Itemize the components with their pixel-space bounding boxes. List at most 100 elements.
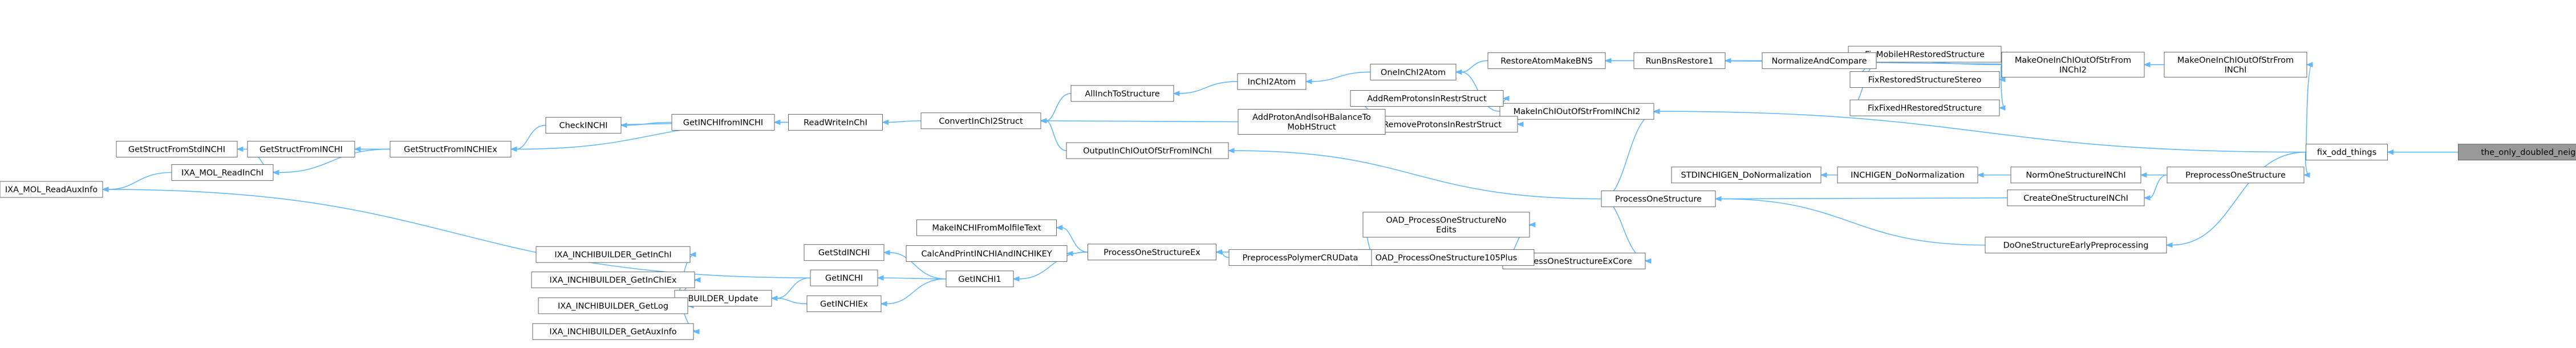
- node-box[interactable]: [2458, 144, 2576, 161]
- node-box[interactable]: [1633, 52, 1726, 69]
- node-fix_odd_things[interactable]: fix_odd_things: [2306, 144, 2388, 161]
- node-box[interactable]: [906, 245, 1068, 262]
- node-box[interactable]: [0, 181, 103, 198]
- node-box[interactable]: [390, 140, 512, 157]
- node-box[interactable]: [1985, 237, 2167, 254]
- node-ProcessOneStructure[interactable]: ProcessOneStructure: [1601, 191, 1716, 208]
- node-MakeINCHIFromMolfileText[interactable]: MakeINCHIFromMolfileText: [916, 219, 1057, 236]
- node-box[interactable]: [1837, 167, 1978, 184]
- node-GetINCHI[interactable]: GetINCHI: [810, 269, 878, 286]
- node-box[interactable]: [1849, 71, 2000, 88]
- node-label: ProcessOneStructureExCore: [1516, 257, 1632, 266]
- node-OAD_ProcessOneStructure105Plus[interactable]: OAD_ProcessOneStructure105Plus: [1358, 249, 1535, 266]
- node-box[interactable]: [247, 140, 355, 157]
- node-IXA_INCHIBUILDER_GetAuxInfo[interactable]: IXA_INCHIBUILDER_GetAuxInfo: [532, 323, 694, 340]
- node-box[interactable]: [920, 112, 1041, 130]
- node-box[interactable]: [2010, 167, 2141, 184]
- node-box[interactable]: [2167, 167, 2305, 184]
- node-box[interactable]: [806, 295, 882, 312]
- node-box[interactable]: [946, 270, 1014, 288]
- node-DoOneStructureEarlyPreprocessing[interactable]: DoOneStructureEarlyPreprocessing: [1985, 237, 2167, 254]
- node-CheckINCHI[interactable]: CheckINCHI: [545, 117, 622, 134]
- node-box[interactable]: [804, 244, 885, 261]
- node-box[interactable]: [1350, 90, 1504, 107]
- node-box[interactable]: [1066, 142, 1229, 159]
- node-FixRestoredStructureStereo[interactable]: FixRestoredStructureStereo: [1849, 71, 2000, 88]
- node-box[interactable]: [545, 117, 622, 134]
- node-GetStructFromINCHIEx[interactable]: GetStructFromINCHIEx: [390, 140, 512, 157]
- edge-arrowhead: [2306, 62, 2313, 68]
- node-box[interactable]: [810, 269, 878, 286]
- node-box[interactable]: [2306, 144, 2388, 161]
- node-NormOneStructureINChI[interactable]: NormOneStructureINChI: [2010, 167, 2141, 184]
- node-box[interactable]: [532, 323, 694, 340]
- node-box[interactable]: [2164, 51, 2307, 78]
- node-the_only_doubled[interactable]: the_only_doubled_neigh: [2458, 144, 2576, 161]
- node-FixFixedHRestoredStructure[interactable]: FixFixedHRestoredStructure: [1849, 99, 2000, 116]
- edge-arrowhead: [1012, 276, 1020, 282]
- node-STDINCHIGEN_DoNormalization[interactable]: STDINCHIGEN_DoNormalization: [1671, 167, 1822, 184]
- node-RunBnsRestore1[interactable]: RunBnsRestore1: [1633, 52, 1726, 69]
- node-box[interactable]: [171, 164, 274, 181]
- node-box[interactable]: [2007, 189, 2145, 207]
- node-box[interactable]: [1499, 103, 1654, 120]
- node-box[interactable]: [1849, 99, 2000, 116]
- node-box[interactable]: [531, 272, 695, 289]
- node-GetStructFromStdINCHI[interactable]: GetStructFromStdINCHI: [116, 140, 238, 157]
- node-box[interactable]: [1487, 52, 1606, 69]
- node-IXA_MOL_ReadAuxInfo[interactable]: IXA_MOL_ReadAuxInfo: [0, 181, 103, 198]
- node-GetStructFromINCHI[interactable]: GetStructFromINCHI: [247, 140, 355, 157]
- node-box[interactable]: [1088, 244, 1216, 261]
- node-MakeInChIOutOfStrFromINChI2[interactable]: MakeInChIOutOfStrFromINChI2: [1499, 103, 1654, 120]
- node-GetINCHIfromINCHI[interactable]: GetINCHIfromINCHI: [671, 114, 775, 131]
- node-NormalizeAndCompare[interactable]: NormalizeAndCompare: [1762, 52, 1877, 69]
- node-box[interactable]: [1228, 249, 1372, 266]
- node-ProcessOneStructureEx[interactable]: ProcessOneStructureEx: [1088, 244, 1216, 261]
- node-IXA_INCHIBUILDER_GetLog[interactable]: IXA_INCHIBUILDER_GetLog: [538, 297, 688, 314]
- node-PreprocessOneStructure[interactable]: PreprocessOneStructure: [2167, 167, 2305, 184]
- node-IXA_INCHIBUILDER_GetInChI[interactable]: IXA_INCHIBUILDER_GetInChI: [536, 246, 691, 263]
- node-box[interactable]: [536, 246, 691, 263]
- edge-arrowhead: [1998, 105, 2006, 111]
- node-box[interactable]: [1070, 85, 1174, 102]
- node-box[interactable]: [116, 140, 238, 157]
- node-PreprocessPolymerCRUData[interactable]: PreprocessPolymerCRUData: [1228, 249, 1372, 266]
- node-OneInChI2Atom[interactable]: OneInChI2Atom: [1370, 63, 1457, 80]
- node-OutputInChIOutOfStrFromINChI[interactable]: OutputInChIOutOfStrFromINChI: [1066, 142, 1229, 159]
- node-box[interactable]: [916, 219, 1057, 236]
- node-IXA_INCHIBUILDER_GetInChIEx[interactable]: IXA_INCHIBUILDER_GetInChIEx: [531, 272, 695, 289]
- node-GetStdINCHI[interactable]: GetStdINCHI: [804, 244, 885, 261]
- node-box[interactable]: [671, 114, 775, 131]
- node-box[interactable]: [1601, 191, 1716, 208]
- node-CalcAndPrintINCHIAndINCHIKEY[interactable]: CalcAndPrintINCHIAndINCHIKEY: [906, 245, 1068, 262]
- node-ReadWriteInChI[interactable]: ReadWriteInChI: [788, 114, 883, 131]
- node-box[interactable]: [1671, 167, 1822, 184]
- node-label: AllInchToStructure: [1085, 90, 1159, 99]
- node-CreateOneStructureINChI[interactable]: CreateOneStructureINChI: [2007, 189, 2145, 207]
- node-box[interactable]: [1370, 63, 1457, 80]
- node-AddRemProtonsInRestrStruct[interactable]: AddRemProtonsInRestrStruct: [1350, 90, 1504, 107]
- node-box[interactable]: [1762, 52, 1877, 69]
- node-box[interactable]: [2001, 51, 2145, 78]
- node-box[interactable]: [788, 114, 883, 131]
- node-ConvertInChI2Struct[interactable]: ConvertInChI2Struct: [920, 112, 1041, 130]
- node-box[interactable]: [1238, 109, 1386, 135]
- node-GetINCHI1[interactable]: GetINCHI1: [946, 270, 1014, 288]
- node-InChI2Atom[interactable]: InChI2Atom: [1237, 73, 1307, 90]
- node-AllInchToStructure[interactable]: AllInchToStructure: [1070, 85, 1174, 102]
- node-BUILDER_Update[interactable]: BUILDER_Update: [674, 290, 772, 307]
- node-box[interactable]: [1237, 73, 1307, 90]
- node-GetINCHIEx[interactable]: GetINCHIEx: [806, 295, 882, 312]
- node-box[interactable]: [538, 297, 688, 314]
- node-label: InChI2Atom: [1248, 78, 1296, 87]
- node-box[interactable]: [674, 290, 772, 307]
- node-box[interactable]: [1362, 212, 1530, 238]
- node-box[interactable]: [1358, 249, 1535, 266]
- node-INCHIGEN_DoNormalization[interactable]: INCHIGEN_DoNormalization: [1837, 167, 1978, 184]
- node-IXA_MOL_ReadInChI[interactable]: IXA_MOL_ReadInChI: [171, 164, 274, 181]
- node-RestoreAtomMakeBNS[interactable]: RestoreAtomMakeBNS: [1487, 52, 1606, 69]
